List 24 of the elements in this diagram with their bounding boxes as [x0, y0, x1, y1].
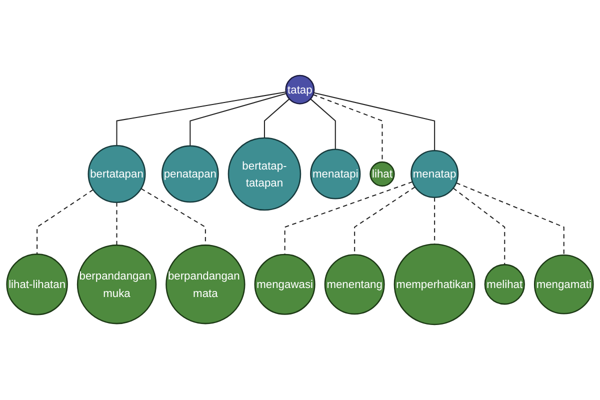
node-circle: memperhatikan	[394, 244, 476, 326]
node-circle: mengawasi	[254, 254, 316, 315]
connector	[190, 92, 286, 146]
node-circle: mengamati	[534, 254, 594, 314]
node-circle: berpandangan muka	[76, 244, 157, 324]
node-circle: menatap	[410, 150, 459, 198]
node-circle: bertatap-tatapan	[228, 137, 302, 211]
connector	[314, 92, 436, 151]
connector	[116, 202, 118, 246]
node-circle: tatap	[285, 74, 315, 104]
connector	[264, 98, 290, 138]
node-circle: menentang	[324, 254, 385, 315]
node-circle: melihat	[484, 264, 525, 305]
connector	[116, 91, 286, 146]
node-circle: lihat	[370, 161, 395, 187]
node-circle: penatapan	[161, 145, 219, 203]
connector	[310, 98, 336, 150]
node-circle: lihat-lihatan	[6, 254, 68, 316]
node-circle: berpandangan mata	[166, 244, 246, 324]
connector	[456, 182, 564, 256]
node-circle: bertatapan	[88, 145, 146, 203]
connector	[36, 189, 94, 254]
connector	[452, 188, 506, 265]
node-circle: menatapi	[310, 148, 361, 200]
